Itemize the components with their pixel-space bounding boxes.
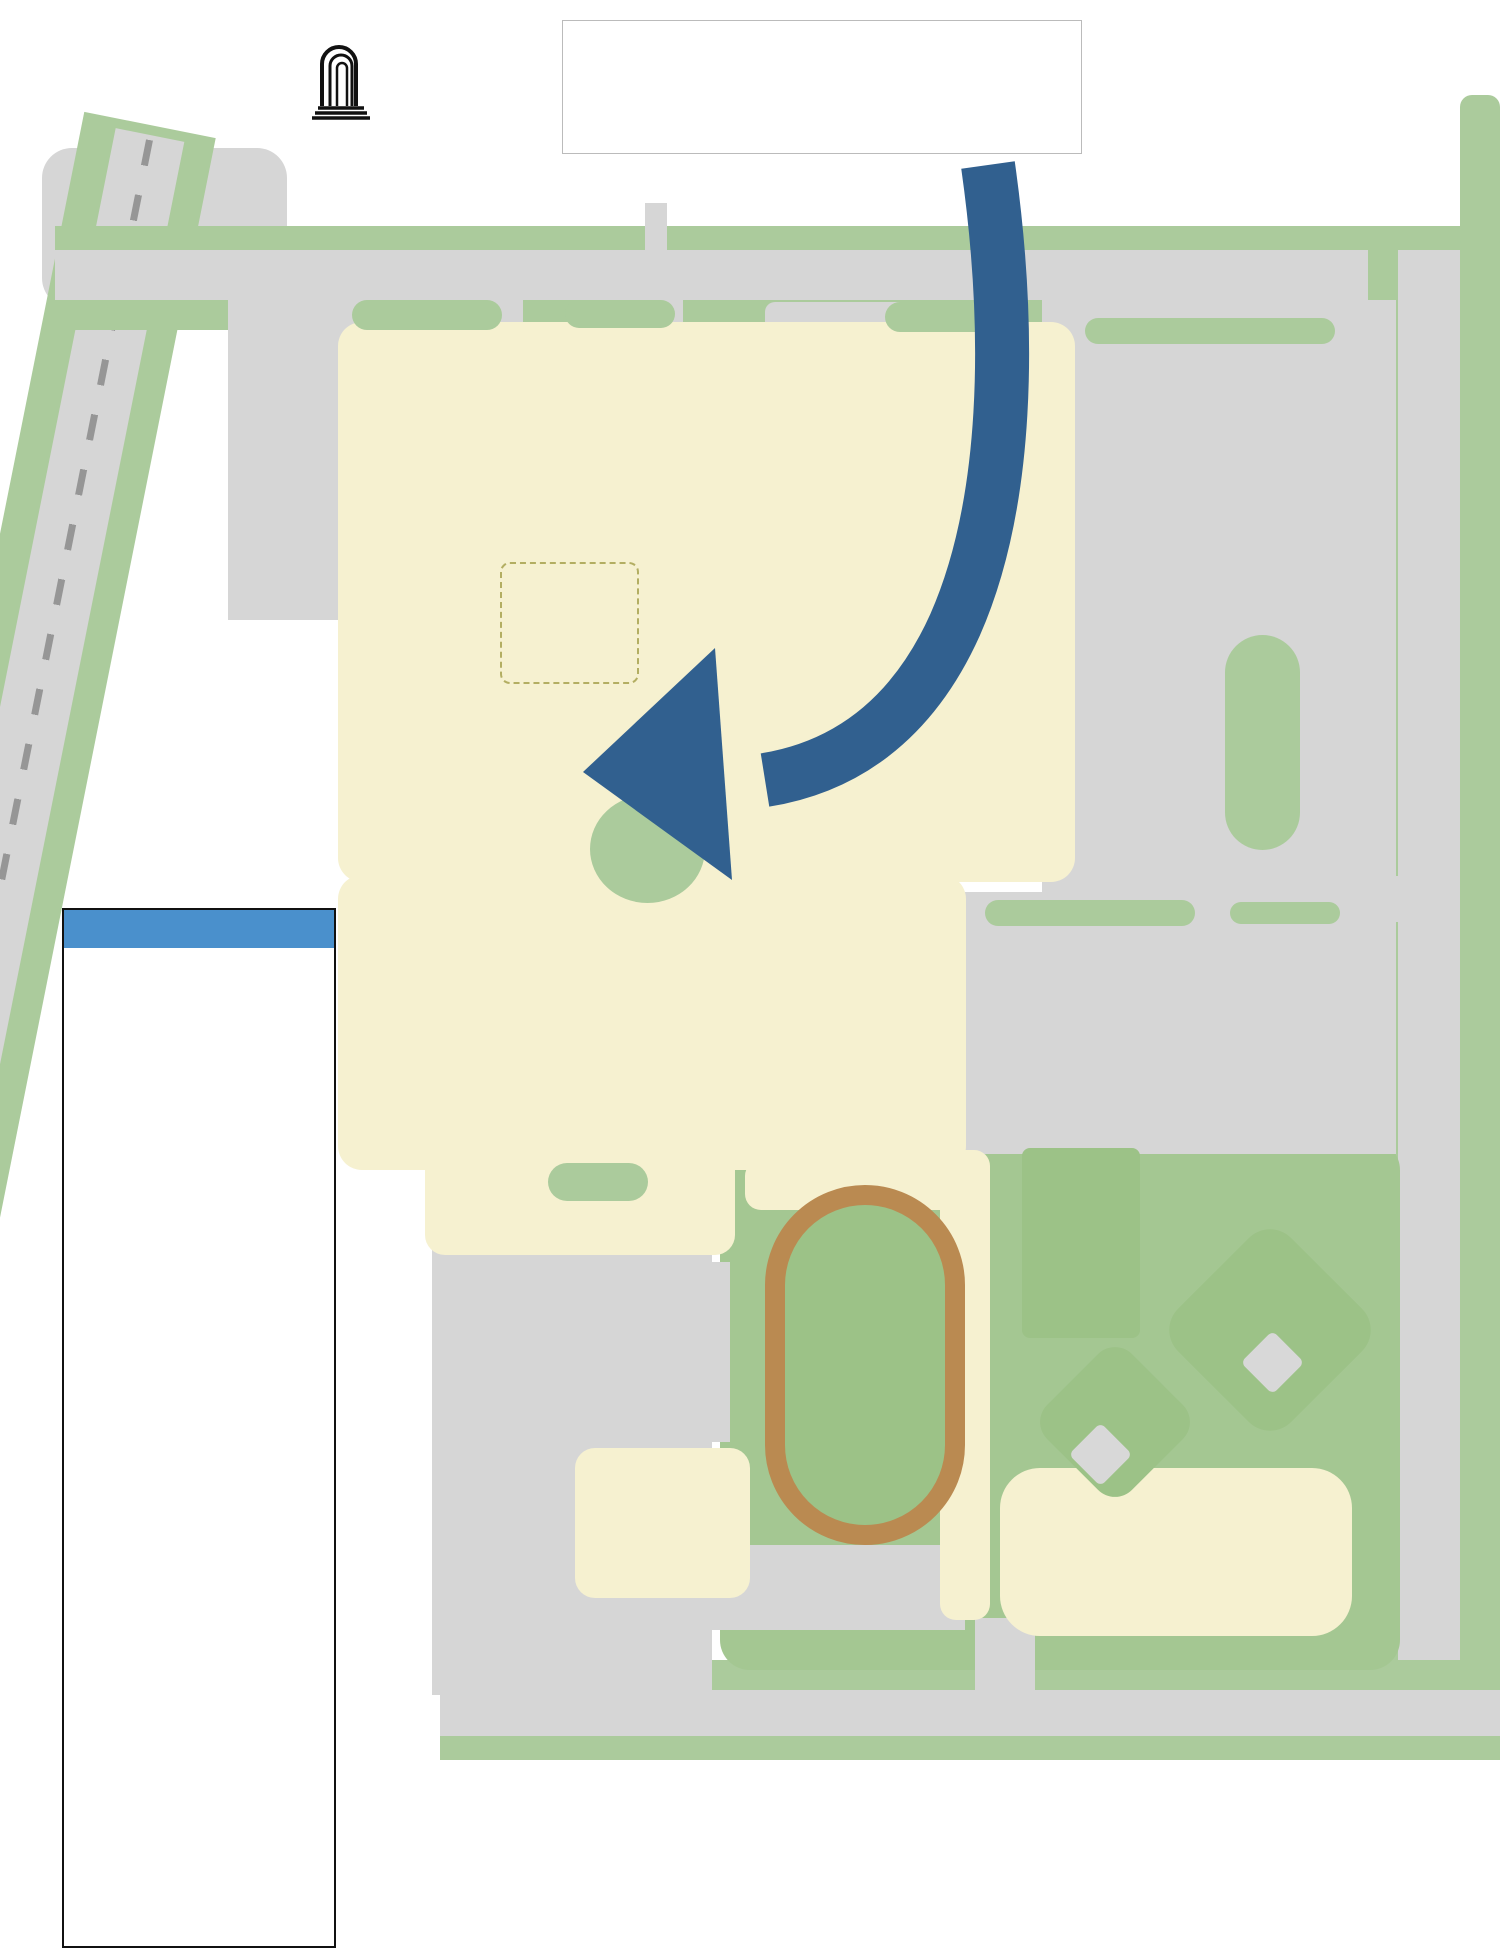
legend [62, 908, 336, 1948]
header [0, 0, 1500, 225]
lot-c [948, 892, 1396, 1154]
pride-pointer-arrow [583, 161, 1030, 880]
lawn-lot-b-island [1225, 635, 1300, 850]
lawn [565, 300, 675, 328]
green-stevens-top [55, 226, 1500, 252]
lawn [1085, 318, 1335, 344]
lot-staffparking-strip [672, 1262, 730, 1442]
lawn [985, 900, 1195, 926]
green-mcclellan-bottom [440, 1736, 1500, 1760]
stadium-track [765, 1185, 965, 1545]
lawn-garden-classroom [548, 1163, 648, 1201]
road-stelling [1398, 250, 1460, 1760]
green-topright [1460, 95, 1500, 253]
lawn [352, 300, 502, 330]
road-service [232, 278, 562, 300]
pride-center-banner [562, 20, 1082, 154]
soccer-field [1022, 1148, 1140, 1338]
cream-kirsch [1000, 1468, 1352, 1636]
road-mcclellan [440, 1690, 1500, 1738]
logo-arch-icon [312, 45, 370, 120]
legend-title [64, 910, 334, 948]
green-stelling-right [1460, 250, 1500, 1760]
road-mary-stub [645, 203, 667, 253]
deanza-logo [310, 28, 382, 120]
lot-ab-right [1042, 300, 1396, 958]
legend-items [64, 948, 334, 962]
lawn [1230, 902, 1340, 924]
sunken-garden-border [500, 562, 639, 684]
cream-cdc [575, 1448, 750, 1598]
